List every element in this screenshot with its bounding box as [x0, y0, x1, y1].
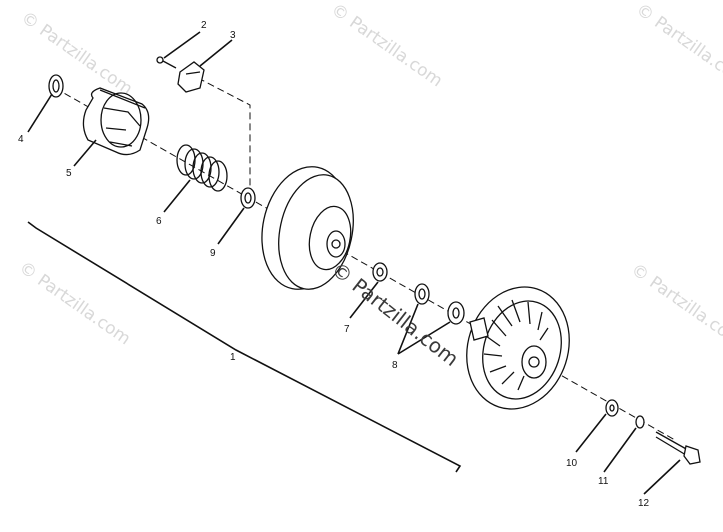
part-7-bushing — [372, 262, 388, 282]
assembly-centerline — [54, 87, 676, 441]
watermark-center: © Partzilla.com — [327, 257, 463, 371]
callout-1: 1 — [230, 352, 236, 363]
callout-4: 4 — [18, 134, 24, 145]
part-11-lockwasher — [635, 415, 645, 429]
watermark-top-left: © Partzilla.com — [17, 8, 136, 100]
callout-9: 9 — [210, 248, 216, 259]
part-8-washers — [414, 283, 465, 325]
callout-10: 10 — [566, 458, 578, 469]
watermark-top-right: © Partzilla.com — [632, 0, 723, 91]
part-9-bushing — [240, 187, 256, 209]
callout-2: 2 — [201, 20, 207, 31]
part-2-screw — [156, 56, 177, 69]
watermark-top-center: © Partzilla.com — [327, 0, 446, 91]
movable-sheave — [261, 166, 354, 290]
bolt-2-leader-line — [197, 77, 251, 200]
watermark-mid-left: © Partzilla.com — [15, 258, 134, 350]
callout-12: 12 — [638, 498, 650, 509]
part-4-retaining-ring — [48, 74, 64, 98]
part-5-cam — [82, 87, 150, 156]
callout-labels: 1 2 3 4 5 6 7 8 9 10 11 12 — [18, 20, 650, 509]
part-12-bolt — [655, 431, 701, 465]
watermark-mid-right: © Partzilla.com — [627, 260, 723, 352]
fixed-sheave — [466, 286, 570, 410]
callout-7: 7 — [344, 324, 350, 335]
assembly-bracket — [27, 221, 462, 473]
callout-11: 11 — [598, 476, 609, 487]
callout-3: 3 — [230, 30, 236, 41]
leader-lines — [27, 31, 681, 495]
part-3-weight — [177, 61, 205, 93]
callout-5: 5 — [66, 168, 72, 179]
callout-8: 8 — [392, 360, 398, 371]
part-10-washer — [605, 399, 619, 417]
callout-6: 6 — [156, 216, 162, 227]
part-6-spring — [176, 144, 228, 192]
